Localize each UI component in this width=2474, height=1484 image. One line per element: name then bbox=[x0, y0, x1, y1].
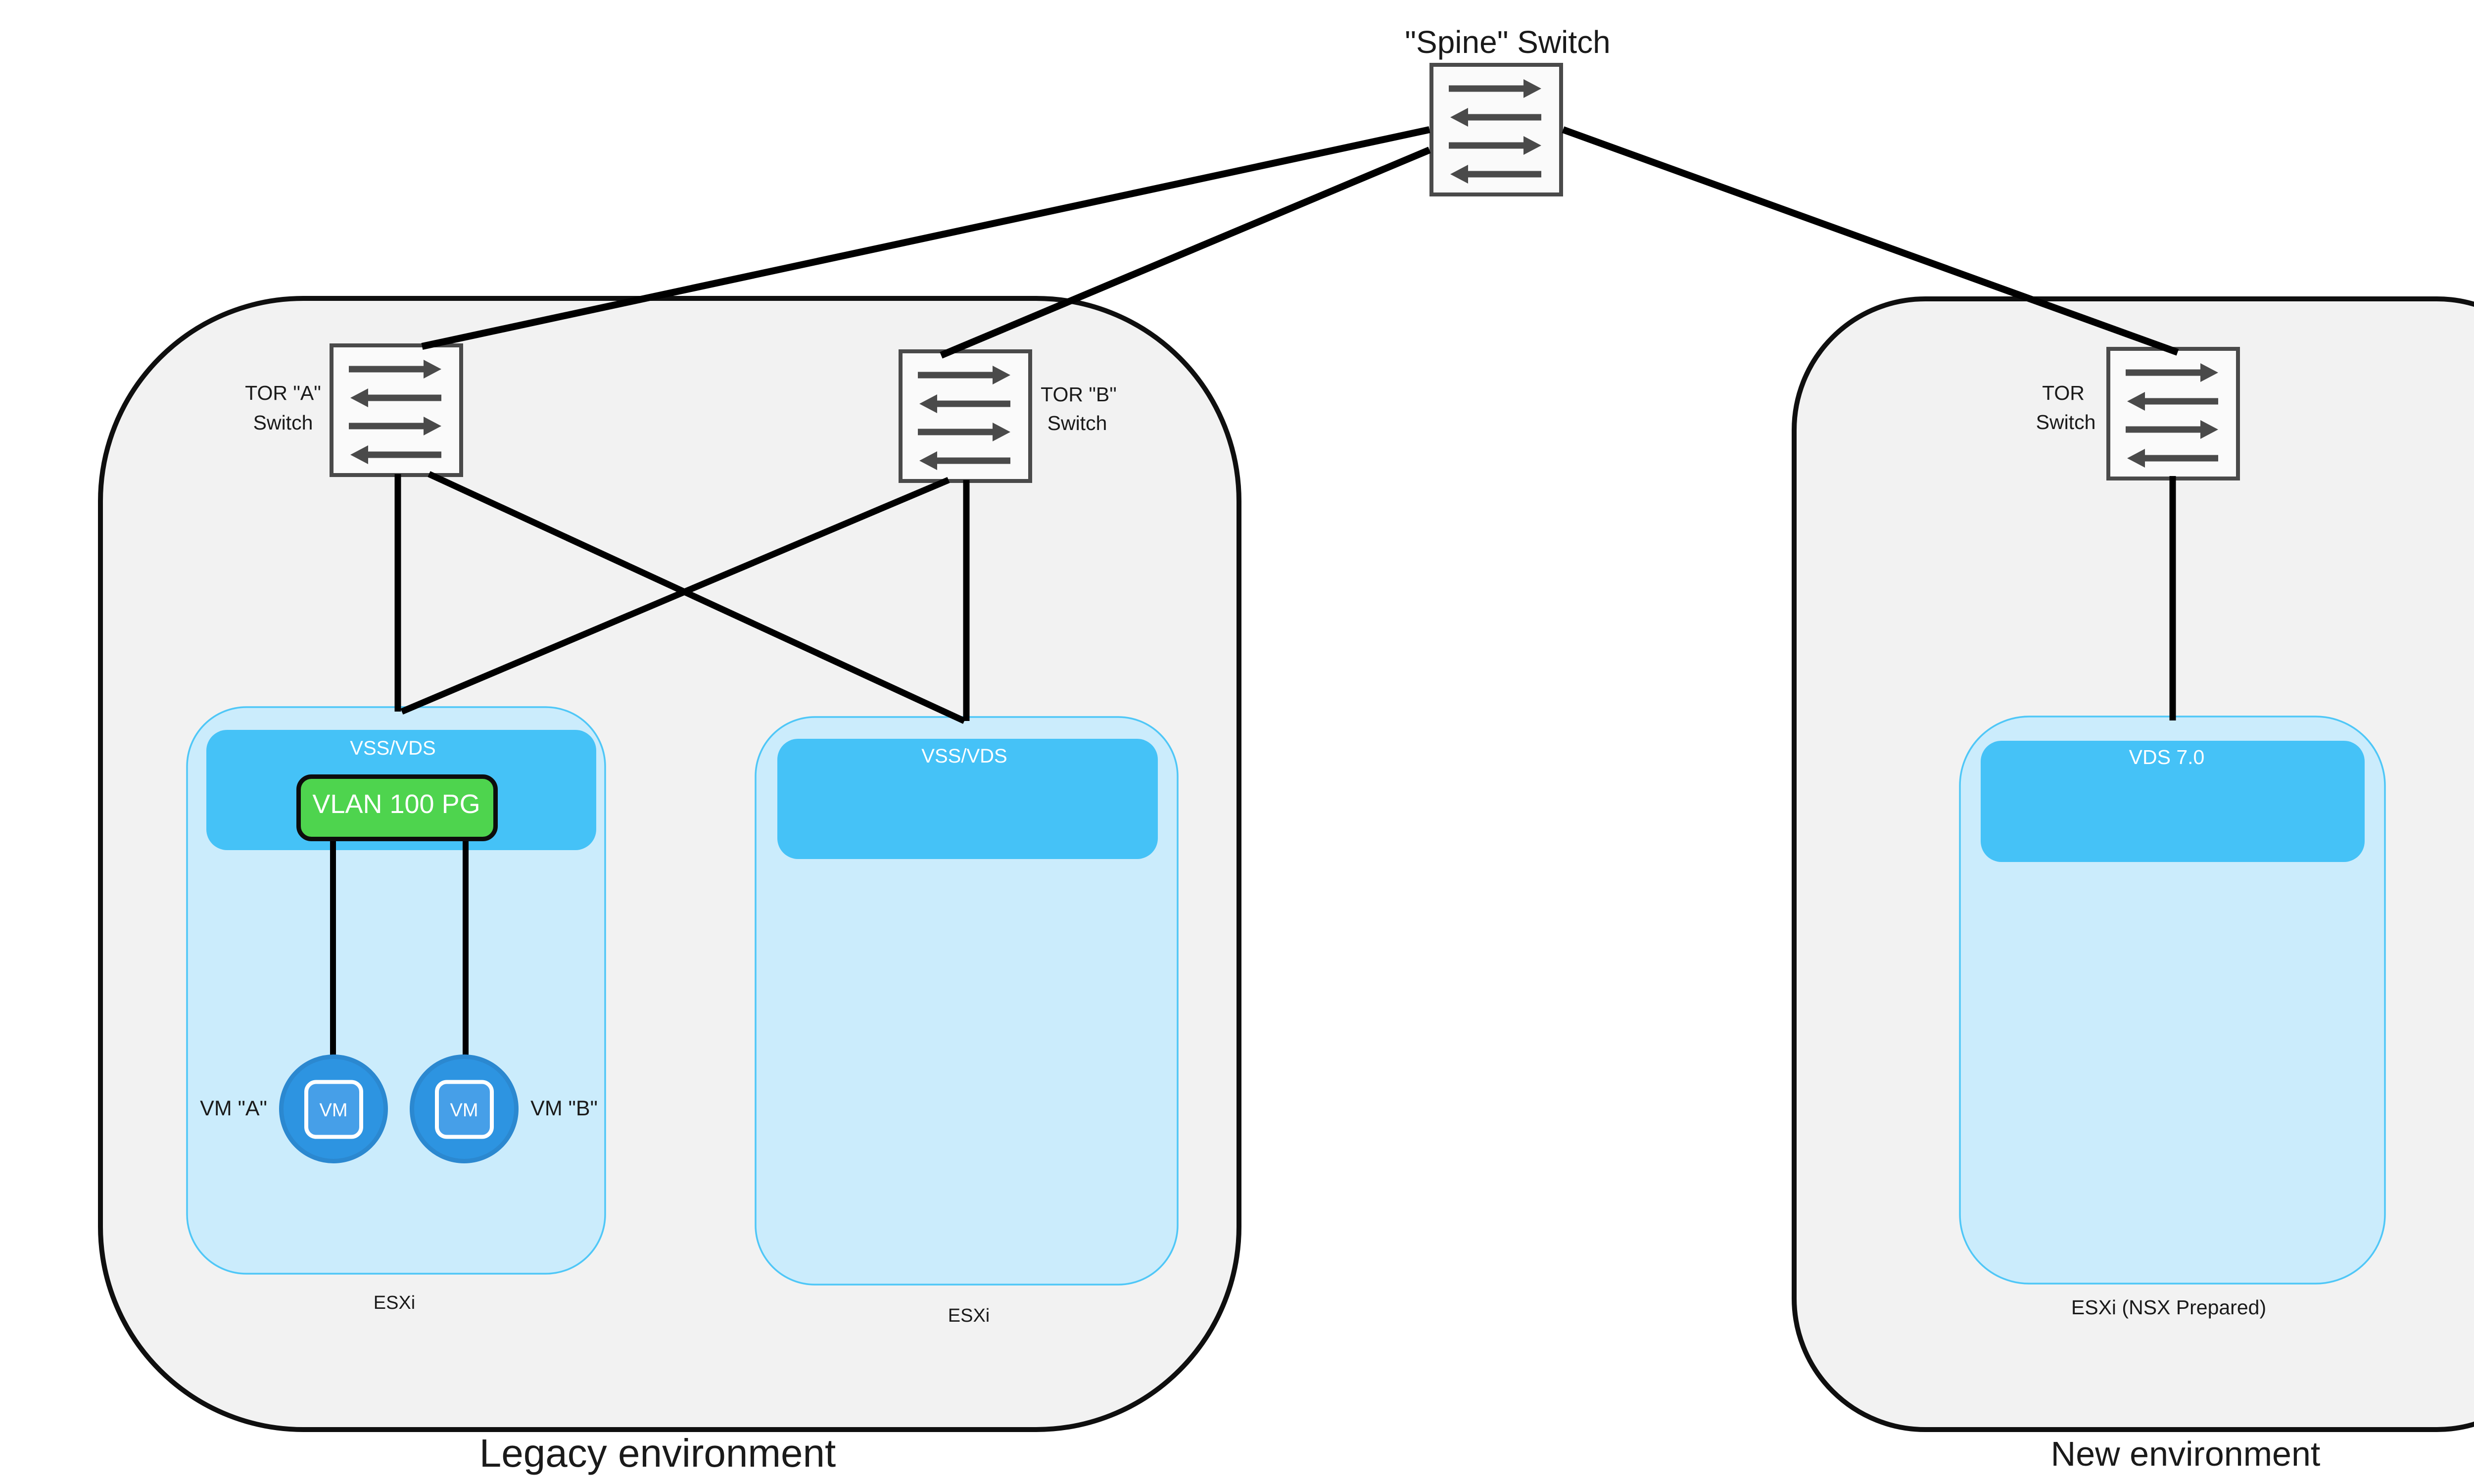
svg-text:Legacy environment: Legacy environment bbox=[479, 1431, 836, 1475]
svg-text:VSS/VDS: VSS/VDS bbox=[921, 745, 1007, 767]
svg-text:ESXi: ESXi bbox=[948, 1305, 990, 1326]
svg-text:VM: VM bbox=[450, 1100, 478, 1121]
svg-text:VSS/VDS: VSS/VDS bbox=[350, 737, 435, 759]
svg-text:VM "A": VM "A" bbox=[200, 1097, 267, 1120]
svg-text:New environment: New environment bbox=[2051, 1435, 2321, 1473]
svg-text:TOR "B": TOR "B" bbox=[1041, 383, 1117, 406]
svg-text:Switch: Switch bbox=[2036, 411, 2096, 433]
svg-text:Switch: Switch bbox=[1047, 412, 1107, 434]
svg-text:VDS 7.0: VDS 7.0 bbox=[2129, 746, 2205, 768]
svg-text:"Spine" Switch: "Spine" Switch bbox=[1405, 24, 1610, 60]
svg-text:Switch: Switch bbox=[253, 411, 313, 434]
svg-text:ESXi (NSX Prepared): ESXi (NSX Prepared) bbox=[2071, 1296, 2266, 1319]
svg-text:TOR: TOR bbox=[2042, 382, 2085, 404]
svg-text:VM: VM bbox=[320, 1100, 348, 1121]
svg-text:VLAN 100 PG: VLAN 100 PG bbox=[312, 789, 480, 819]
svg-text:TOR "A": TOR "A" bbox=[245, 382, 321, 404]
svg-text:VM "B": VM "B" bbox=[530, 1097, 598, 1120]
svg-text:ESXi: ESXi bbox=[374, 1293, 415, 1313]
